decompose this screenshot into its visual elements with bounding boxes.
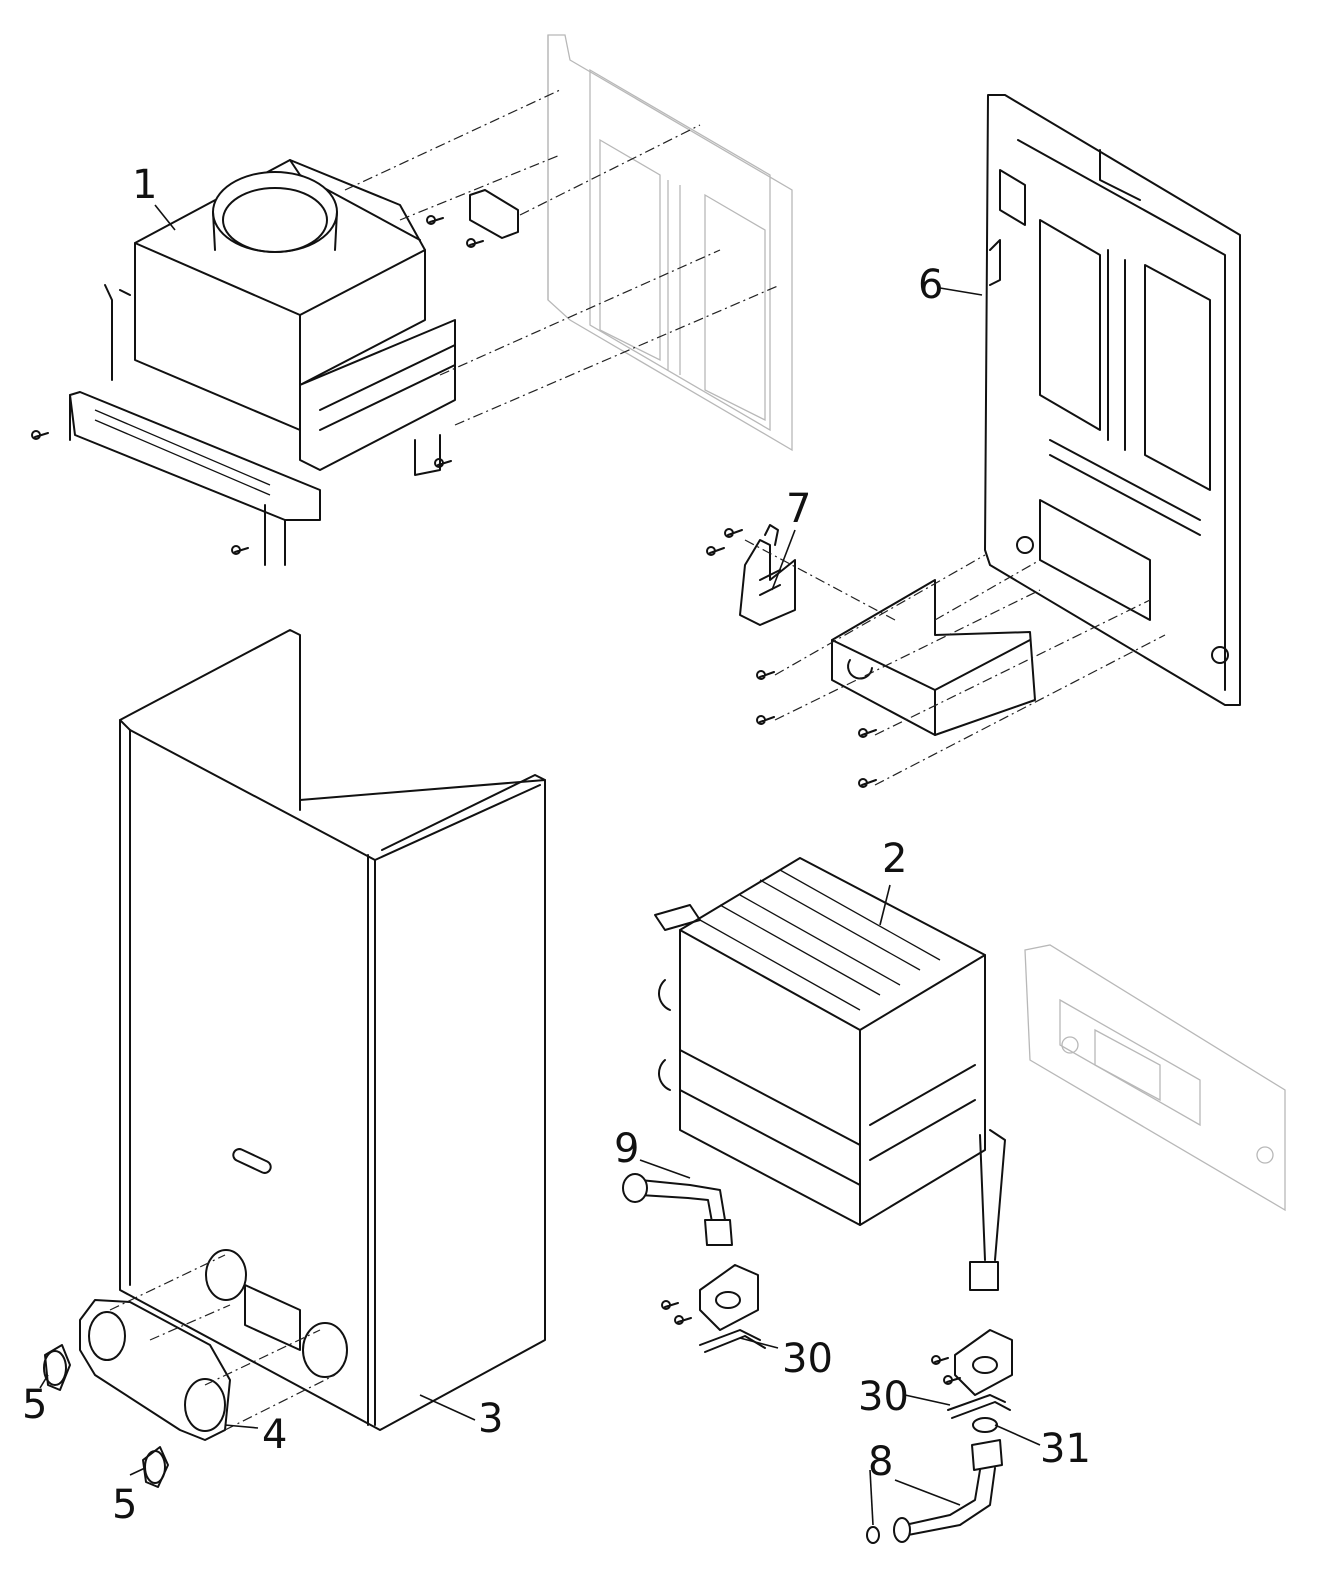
label-7: 7	[786, 486, 811, 532]
part-7-fasteners	[706, 528, 877, 788]
callout-labels: 1 6 7 2 9 30 30 31 8 3 4 5 5	[22, 162, 1091, 1528]
label-31: 31	[1040, 1426, 1091, 1472]
leader-lines	[39, 204, 1041, 1526]
part-31-ring	[972, 1417, 998, 1433]
label-1: 1	[132, 162, 157, 208]
back-panel-ghost-top	[547, 34, 793, 452]
part-1-fasteners	[31, 189, 519, 555]
part-4-gasket-plate	[79, 1254, 336, 1441]
part-1-fan-hood	[69, 159, 456, 566]
label-5-left: 5	[22, 1382, 47, 1428]
part-5-knob-left	[43, 1344, 71, 1391]
label-8: 8	[868, 1439, 893, 1485]
label-4: 4	[262, 1412, 287, 1458]
part-5-knob-right	[142, 1446, 169, 1488]
part-8-outlet-pipe	[866, 1439, 1003, 1544]
assembly-lines-part-1	[344, 89, 781, 426]
back-panel-ghost-bottom	[1024, 944, 1286, 1212]
part-2-heat-exchanger	[654, 857, 1006, 1291]
pipe-bracket-left	[661, 1264, 766, 1353]
part-3-casing	[119, 629, 546, 1431]
label-2: 2	[882, 836, 907, 882]
part-9-inlet-pipe	[622, 1173, 733, 1246]
pipe-bracket-right	[931, 1329, 1013, 1419]
part-7-ignition-bracket	[739, 524, 796, 626]
label-5-bottom: 5	[112, 1482, 137, 1528]
burner-support-bracket	[831, 579, 1036, 736]
assembly-lines-part-6-7	[744, 539, 1166, 786]
label-6: 6	[918, 262, 943, 308]
label-9: 9	[614, 1126, 639, 1172]
label-30-left: 30	[782, 1336, 833, 1382]
part-6-back-panel	[984, 94, 1241, 706]
label-30-right: 30	[858, 1374, 909, 1420]
label-3: 3	[478, 1396, 503, 1442]
